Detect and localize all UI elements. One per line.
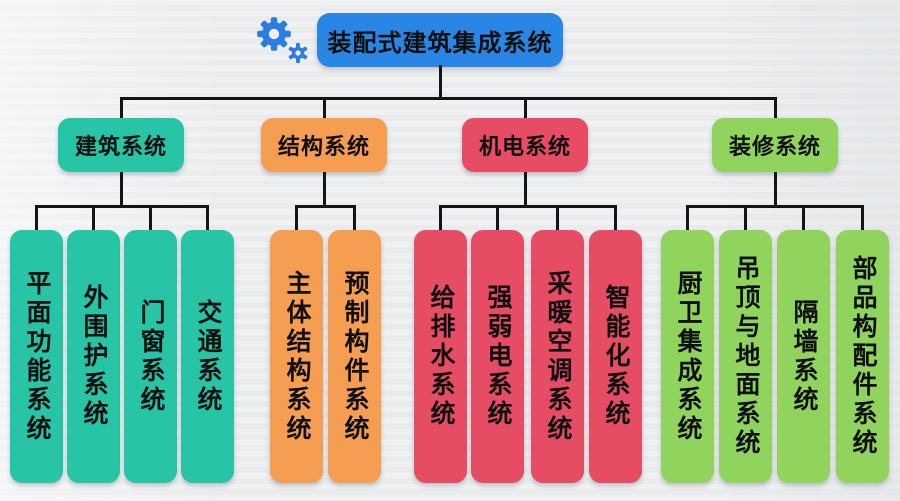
gear-small-icon <box>288 42 308 64</box>
connector-line <box>438 65 442 100</box>
leaf-node-main-structure[interactable]: 主体结构系统 <box>270 230 323 483</box>
leaf-label: 隔墙系统 <box>790 298 818 415</box>
connector-line <box>322 172 326 208</box>
leaf-node-precast[interactable]: 预制构件系统 <box>328 230 381 483</box>
connector-line <box>353 205 356 233</box>
leaf-node-doors-windows[interactable]: 门窗系统 <box>124 230 177 483</box>
connector-line <box>35 205 38 233</box>
leaf-node-plane-function[interactable]: 平面功能系统 <box>10 230 63 483</box>
leaf-label: 吊顶与地面系统 <box>732 255 760 458</box>
leaf-node-partition[interactable]: 隔墙系统 <box>777 230 830 483</box>
leaf-node-kitchen-bath[interactable]: 厨卫集成系统 <box>661 230 714 483</box>
connector-line <box>686 205 689 233</box>
branch-node-structure[interactable]: 结构系统 <box>261 118 387 172</box>
connector-line <box>295 205 298 233</box>
connector-line <box>802 205 805 233</box>
connector-line <box>523 97 527 121</box>
branch-node-building[interactable]: 建筑系统 <box>58 118 184 172</box>
connector-line <box>496 205 499 233</box>
connector-line <box>744 205 747 233</box>
connector-line <box>119 97 123 121</box>
leaf-label: 交通系统 <box>194 298 222 415</box>
connector-line <box>119 172 123 208</box>
branch-node-decoration[interactable]: 装修系统 <box>712 118 838 172</box>
connector-line <box>92 205 95 233</box>
leaf-node-smart[interactable]: 智能化系统 <box>589 230 642 483</box>
leaf-node-ceiling-floor[interactable]: 吊顶与地面系统 <box>719 230 772 483</box>
leaf-label: 强弱电系统 <box>484 284 512 429</box>
connector-line <box>773 172 777 208</box>
connector-line <box>439 205 442 233</box>
connector-line <box>686 205 864 208</box>
connector-line <box>119 97 777 100</box>
connector-line <box>556 205 559 233</box>
leaf-label: 预制构件系统 <box>341 269 369 444</box>
leaf-label: 采暖空调系统 <box>544 269 572 444</box>
leaf-node-electrical[interactable]: 强弱电系统 <box>471 230 524 483</box>
connector-line <box>322 97 326 121</box>
gears-icon <box>254 12 314 68</box>
leaf-node-hvac[interactable]: 采暖空调系统 <box>531 230 584 483</box>
leaf-node-envelope[interactable]: 外围护系统 <box>67 230 120 483</box>
leaf-node-circulation[interactable]: 交通系统 <box>181 230 234 483</box>
leaf-label: 智能化系统 <box>602 284 630 429</box>
leaf-label: 平面功能系统 <box>23 269 51 444</box>
leaf-label: 给排水系统 <box>427 284 455 429</box>
connector-line <box>773 97 777 121</box>
connector-line <box>861 205 864 233</box>
leaf-label: 部品构配件系统 <box>849 255 877 458</box>
root-node[interactable]: 装配式建筑集成系统 <box>317 13 563 67</box>
leaf-label: 外围护系统 <box>80 284 108 429</box>
connector-line <box>35 205 209 208</box>
connector-line <box>439 205 617 208</box>
leaf-label: 主体结构系统 <box>283 269 311 444</box>
branch-node-mep[interactable]: 机电系统 <box>462 118 588 172</box>
leaf-node-plumbing[interactable]: 给排水系统 <box>414 230 467 483</box>
connector-line <box>523 172 527 208</box>
connector-line <box>295 205 356 208</box>
connector-line <box>206 205 209 233</box>
leaf-label: 厨卫集成系统 <box>674 269 702 444</box>
gear-large-icon <box>257 17 291 51</box>
leaf-node-components[interactable]: 部品构配件系统 <box>836 230 889 483</box>
connector-line <box>614 205 617 233</box>
connector-line <box>149 205 152 233</box>
leaf-label: 门窗系统 <box>137 298 165 415</box>
